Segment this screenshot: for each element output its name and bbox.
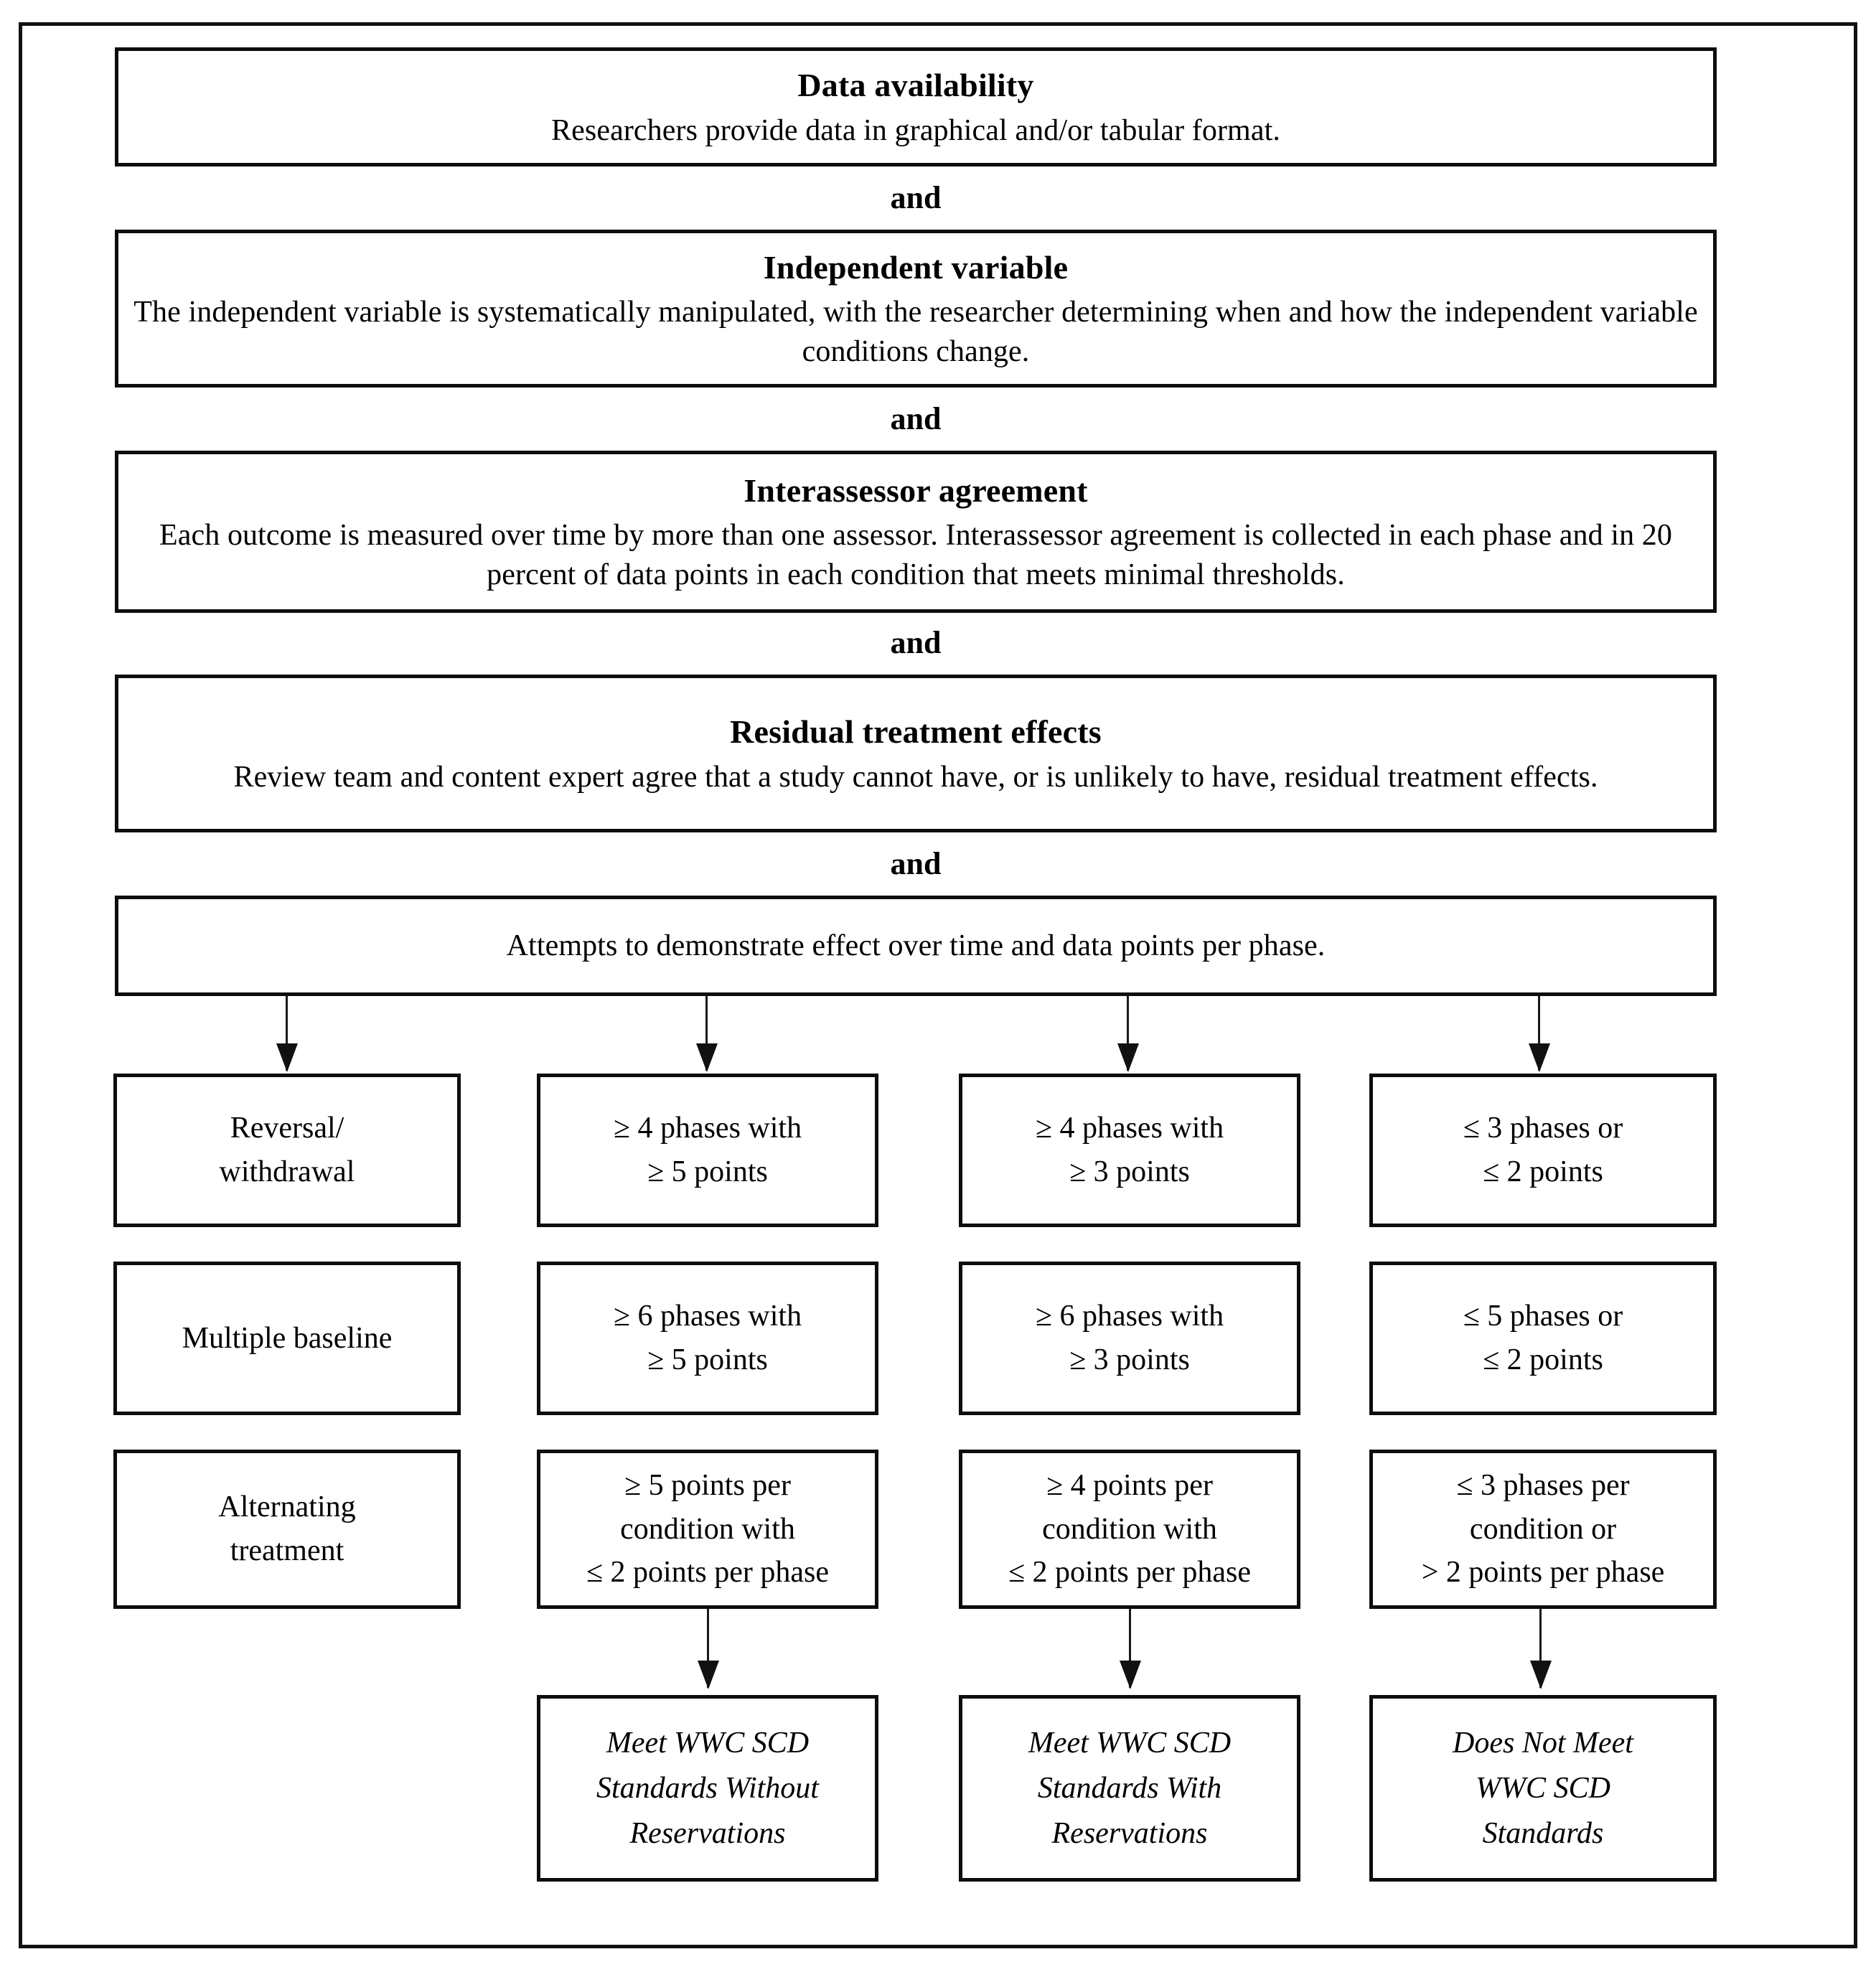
criterion-cell-multiple-baseline-without-reservations: ≥ 6 phases with ≥ 5 points bbox=[537, 1262, 878, 1415]
result-line: Reservations bbox=[629, 1816, 786, 1850]
design-label-multiple-baseline: Multiple baseline bbox=[113, 1262, 461, 1415]
cell-line: condition with bbox=[1042, 1512, 1217, 1546]
cell-line: ≥ 5 points per bbox=[624, 1468, 791, 1502]
criterion-cell-reversal-without-reservations: ≥ 4 phases with ≥ 5 points bbox=[537, 1074, 878, 1227]
cell-line: ≤ 2 points bbox=[1483, 1155, 1603, 1188]
design-label-reversal-withdrawal: Reversal/ withdrawal bbox=[113, 1074, 461, 1227]
criteria-body: Researchers provide data in graphical an… bbox=[551, 113, 1280, 147]
criteria-title: Residual treatment effects bbox=[730, 713, 1102, 750]
cell-line: ≥ 3 points bbox=[1069, 1343, 1190, 1376]
criteria-box-independent-variable: Independent variable The independent var… bbox=[115, 230, 1717, 388]
cell-line: > 2 points per phase bbox=[1421, 1556, 1665, 1590]
criterion-cell-multiple-baseline-does-not-meet: ≤ 5 phases or ≤ 2 points bbox=[1369, 1262, 1717, 1415]
cell-line: ≤ 2 points per phase bbox=[586, 1556, 829, 1590]
connector-and-1: and bbox=[890, 180, 942, 215]
cell-line: treatment bbox=[230, 1534, 344, 1567]
result-box-does-not-meet-standards: Does Not Meet WWC SCD Standards bbox=[1369, 1695, 1717, 1882]
result-line: Standards With bbox=[1037, 1771, 1222, 1805]
cell-line: Alternating bbox=[218, 1490, 356, 1524]
cell-line: condition or bbox=[1469, 1512, 1617, 1546]
criterion-cell-alternating-does-not-meet: ≤ 3 phases per condition or > 2 points p… bbox=[1369, 1450, 1717, 1609]
criteria-title: Interassessor agreement bbox=[744, 471, 1088, 509]
result-line: WWC SCD bbox=[1476, 1771, 1610, 1805]
criteria-body: Review team and content expert agree tha… bbox=[233, 760, 1598, 794]
criterion-cell-reversal-does-not-meet: ≤ 3 phases or ≤ 2 points bbox=[1369, 1074, 1717, 1227]
cell-line: ≤ 2 points per phase bbox=[1008, 1556, 1251, 1590]
arrow-attempts-to-without-reservations-column bbox=[705, 996, 708, 1071]
arrow-attempts-to-with-reservations-column bbox=[1127, 996, 1129, 1071]
result-line: Reservations bbox=[1051, 1816, 1208, 1850]
cell-line: ≥ 5 points bbox=[647, 1343, 768, 1376]
cell-line: Multiple baseline bbox=[182, 1321, 393, 1355]
connector-and-3: and bbox=[890, 625, 942, 660]
result-line: Meet WWC SCD bbox=[1028, 1726, 1232, 1760]
criteria-body: Each outcome is measured over time by mo… bbox=[159, 519, 1672, 591]
connector-and-4: and bbox=[890, 846, 942, 881]
arrow-to-meet-with-reservations bbox=[1129, 1609, 1131, 1688]
cell-line: ≤ 2 points bbox=[1483, 1343, 1603, 1376]
cell-line: ≥ 4 phases with bbox=[1035, 1112, 1224, 1145]
arrow-to-meet-without-reservations bbox=[707, 1609, 709, 1688]
criterion-cell-reversal-with-reservations: ≥ 4 phases with ≥ 3 points bbox=[959, 1074, 1300, 1227]
result-box-meet-with-reservations: Meet WWC SCD Standards With Reservations bbox=[959, 1695, 1300, 1882]
attempts-to-demonstrate-effect-box: Attempts to demonstrate effect over time… bbox=[115, 896, 1717, 996]
cell-line: ≥ 4 points per bbox=[1046, 1468, 1213, 1502]
criterion-cell-alternating-without-reservations: ≥ 5 points per condition with ≤ 2 points… bbox=[537, 1450, 878, 1609]
arrow-attempts-to-does-not-meet-column bbox=[1538, 996, 1540, 1071]
criteria-title: Independent variable bbox=[763, 248, 1069, 286]
cell-line: ≥ 4 phases with bbox=[613, 1112, 802, 1145]
criteria-box-interassessor-agreement: Interassessor agreement Each outcome is … bbox=[115, 451, 1717, 613]
cell-line: ≥ 6 phases with bbox=[613, 1300, 802, 1333]
result-line: Meet WWC SCD bbox=[606, 1726, 810, 1760]
criterion-cell-alternating-with-reservations: ≥ 4 points per condition with ≤ 2 points… bbox=[959, 1450, 1300, 1609]
result-line: Standards Without bbox=[596, 1771, 819, 1805]
connector-and-2: and bbox=[890, 401, 942, 436]
criterion-cell-multiple-baseline-with-reservations: ≥ 6 phases with ≥ 3 points bbox=[959, 1262, 1300, 1415]
cell-line: withdrawal bbox=[219, 1155, 355, 1188]
criteria-box-data-availability: Data availability Researchers provide da… bbox=[115, 47, 1717, 166]
cell-line: ≥ 6 phases with bbox=[1035, 1300, 1224, 1333]
cell-line: ≥ 5 points bbox=[647, 1155, 768, 1188]
criteria-box-residual-treatment-effects: Residual treatment effects Review team a… bbox=[115, 675, 1717, 832]
cell-line: ≥ 3 points bbox=[1069, 1155, 1190, 1188]
result-box-meet-without-reservations: Meet WWC SCD Standards Without Reservati… bbox=[537, 1695, 878, 1882]
cell-line: Reversal/ bbox=[230, 1112, 344, 1145]
result-line: Does Not Meet bbox=[1453, 1726, 1633, 1760]
attempts-body: Attempts to demonstrate effect over time… bbox=[506, 929, 1326, 962]
design-label-alternating-treatment: Alternating treatment bbox=[113, 1450, 461, 1609]
cell-line: ≤ 5 phases or bbox=[1463, 1300, 1623, 1333]
cell-line: condition with bbox=[620, 1512, 795, 1546]
criteria-title: Data availability bbox=[797, 66, 1034, 103]
arrow-attempts-to-design-column bbox=[286, 996, 288, 1071]
criteria-body: The independent variable is systematical… bbox=[133, 296, 1698, 368]
cell-line: ≤ 3 phases or bbox=[1463, 1112, 1623, 1145]
cell-line: ≤ 3 phases per bbox=[1456, 1468, 1630, 1502]
result-line: Standards bbox=[1482, 1816, 1604, 1850]
arrow-to-does-not-meet-standards bbox=[1539, 1609, 1542, 1688]
